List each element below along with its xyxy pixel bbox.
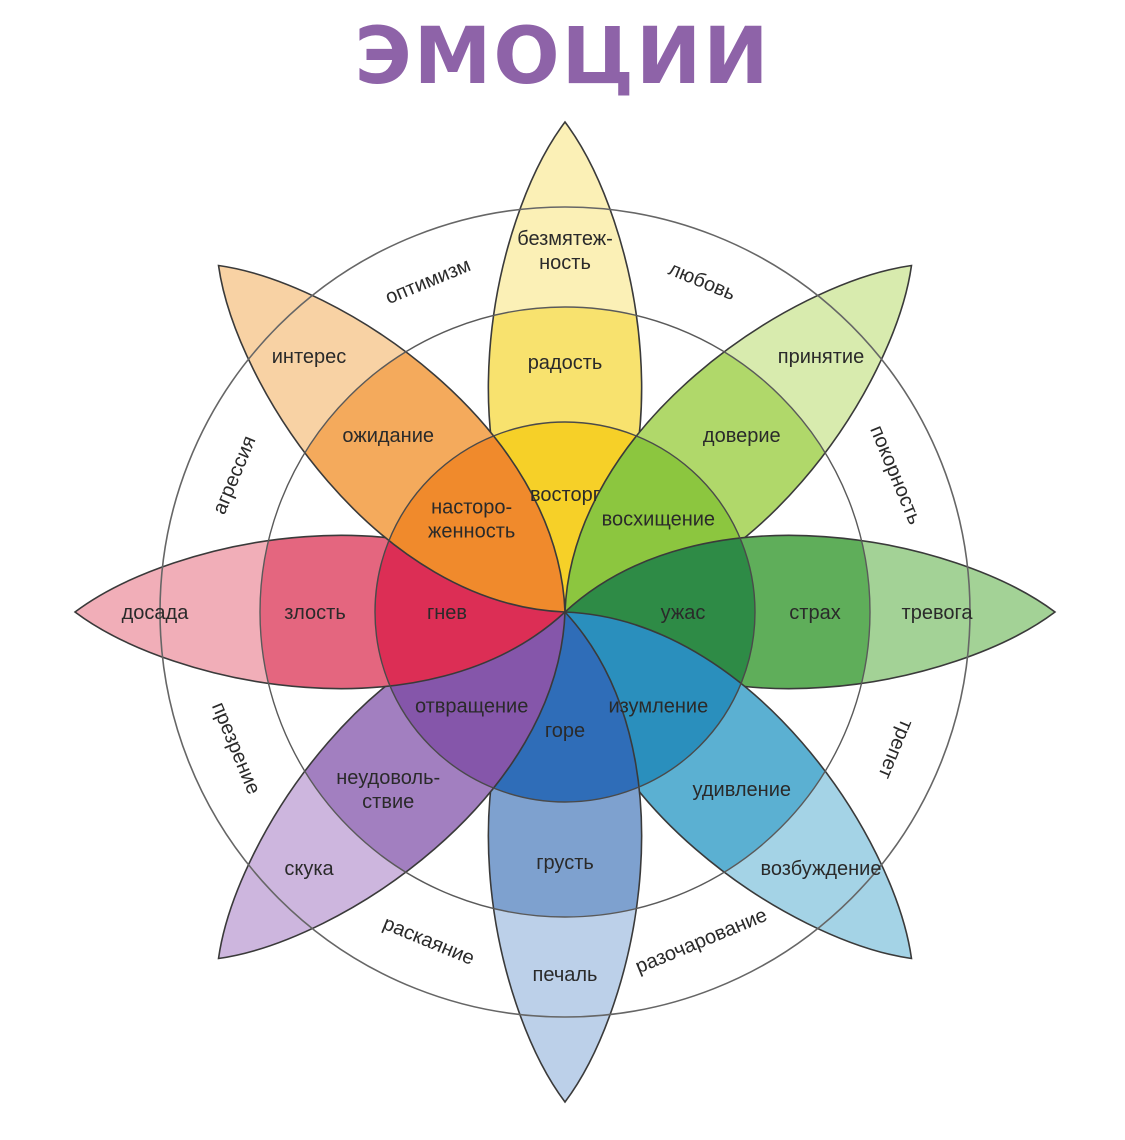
- label-sadness-0-line-0: горе: [545, 720, 585, 742]
- ring-mid: [259, 306, 871, 918]
- label-sadness-0: горе: [545, 720, 585, 742]
- label-surprise-0-line-0: изумление: [608, 695, 708, 717]
- ring-outer: [159, 206, 971, 1018]
- label-surprise-2-line-0: возбуждение: [760, 858, 881, 880]
- label-joy-1-line-0: радость: [528, 352, 603, 374]
- label-disgust-1-line-0: неудоволь-: [336, 767, 440, 789]
- label-fear-2: тревога: [902, 602, 974, 624]
- label-disgust-1-line-1: ствие: [362, 791, 414, 813]
- label-fear-0: ужас: [661, 602, 706, 624]
- label-joy-2-line-0: безмятеж-: [517, 228, 613, 250]
- ring-inner: [374, 421, 756, 803]
- label-sadness-2-line-0: печаль: [533, 964, 598, 986]
- label-anger-2-line-0: досада: [122, 602, 190, 624]
- label-disgust-2-line-0: скука: [284, 858, 334, 880]
- label-anger-0-line-0: гнев: [427, 602, 467, 624]
- label-fear-1: страх: [789, 602, 840, 624]
- dyad-label-7: агрессия: [209, 433, 261, 518]
- label-joy-1: радость: [528, 352, 603, 374]
- label-sadness-1: грусть: [536, 852, 594, 874]
- label-anger-1-line-0: злость: [284, 602, 346, 624]
- page-title: ЭМОЦИИ: [354, 12, 771, 102]
- rings-layer: [159, 206, 971, 1018]
- label-disgust-2: скука: [284, 858, 334, 880]
- label-trust-0: восхищение: [602, 509, 715, 531]
- label-fear-1-line-0: страх: [789, 602, 840, 624]
- dyad-label-6: презрение: [207, 699, 265, 797]
- label-disgust-0: отвращение: [415, 695, 528, 717]
- dyad-label-2: покорность: [865, 422, 925, 527]
- dyad-label-1: любовь: [665, 258, 738, 305]
- label-surprise-1-line-0: удивление: [693, 779, 791, 801]
- label-surprise-1: удивление: [693, 779, 791, 801]
- label-trust-2: принятие: [778, 346, 864, 368]
- label-sadness-2: печаль: [533, 964, 598, 986]
- label-joy-0: восторг: [530, 484, 600, 506]
- label-disgust-0-line-0: отвращение: [415, 695, 528, 717]
- label-anger-0: гнев: [427, 602, 467, 624]
- label-trust-1-line-0: доверие: [703, 425, 781, 447]
- label-fear-0-line-0: ужас: [661, 602, 706, 624]
- label-anticipation-2: интерес: [272, 346, 347, 368]
- label-fear-2-line-0: тревога: [902, 602, 974, 624]
- label-anticipation-0: насторо-женность: [428, 497, 515, 543]
- label-anticipation-2-line-0: интерес: [272, 346, 347, 368]
- petal-anticipation-outline: [217, 264, 566, 613]
- label-surprise-2: возбуждение: [760, 858, 881, 880]
- label-anger-2: досада: [122, 602, 190, 624]
- label-anticipation-1: ожидание: [342, 425, 434, 447]
- dyad-label-0: оптимизм: [382, 254, 474, 309]
- label-disgust-1: неудоволь-ствие: [336, 767, 440, 813]
- label-trust-1: доверие: [703, 425, 781, 447]
- label-sadness-1-line-0: грусть: [536, 852, 594, 874]
- label-anger-1: злость: [284, 602, 346, 624]
- dyad-label-3: трепет: [873, 716, 917, 782]
- label-anticipation-0-line-1: женность: [428, 521, 515, 543]
- label-anticipation-1-line-0: ожидание: [342, 425, 434, 447]
- label-joy-2-line-1: ность: [539, 252, 591, 274]
- label-surprise-0: изумление: [608, 695, 708, 717]
- dyad-label-4: разочарование: [632, 904, 770, 978]
- label-anticipation-0-line-0: насторо-: [431, 497, 512, 519]
- label-trust-2-line-0: принятие: [778, 346, 864, 368]
- petals-layer: [73, 120, 1057, 1104]
- dyad-label-5: раскаяние: [380, 912, 478, 969]
- label-trust-0-line-0: восхищение: [602, 509, 715, 531]
- label-joy-0-line-0: восторг: [530, 484, 600, 506]
- label-joy-2: безмятеж-ность: [517, 228, 613, 274]
